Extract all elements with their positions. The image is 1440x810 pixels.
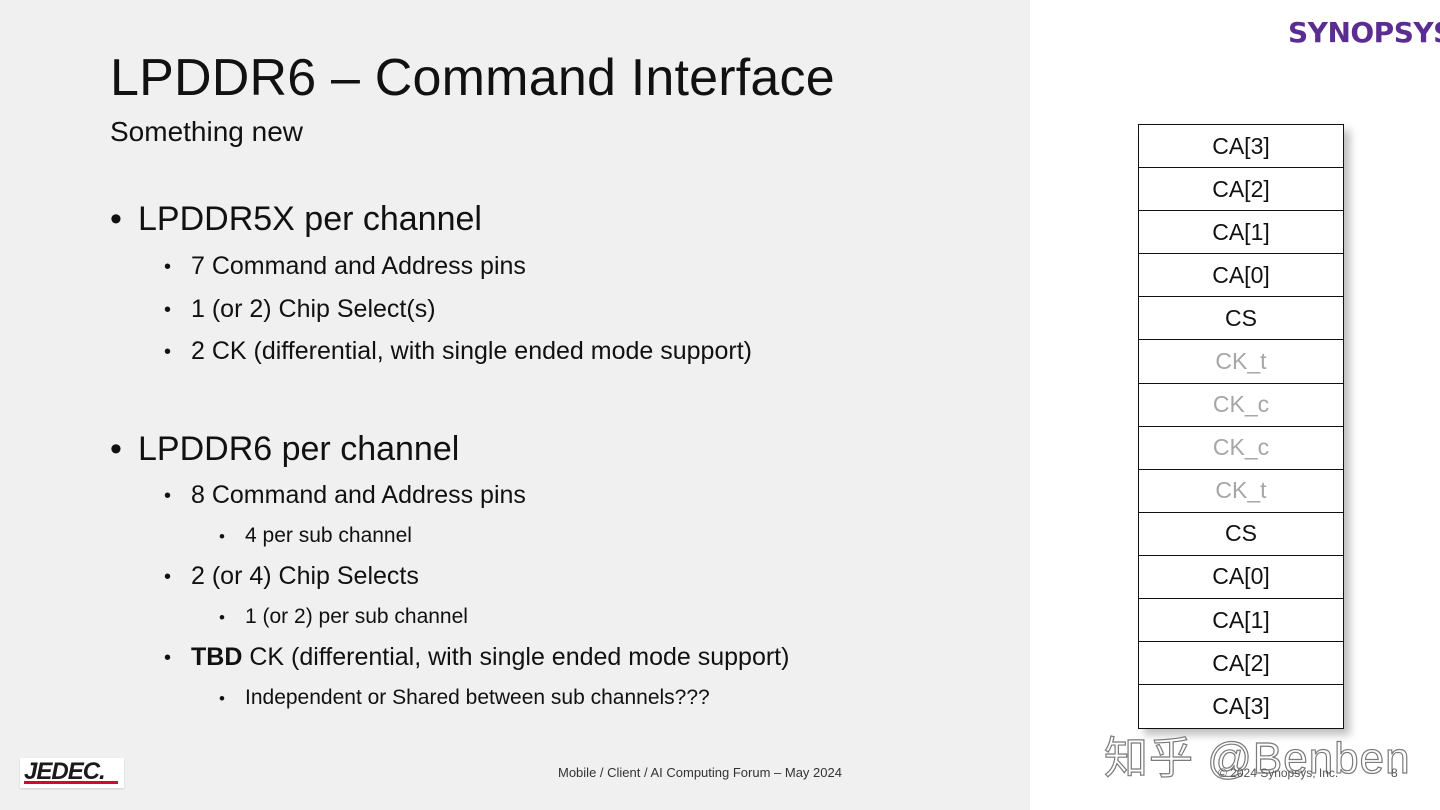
footer-event: Mobile / Client / AI Computing Forum – M…	[558, 765, 842, 780]
bullet-lpddr5x-ck: • 2 CK (differential, with single ended …	[164, 337, 752, 366]
bullet-lpddr6-ca-pins: • 8 Command and Address pins	[164, 481, 526, 510]
pin-cell: CA[2]	[1139, 168, 1343, 212]
bullet-lpddr6-ck: • TBD CK (differential, with single ende…	[164, 643, 790, 672]
bullet-dot: •	[164, 485, 172, 507]
bullet-dot: •	[219, 608, 225, 627]
bullet-text: 1 (or 2) Chip Select(s)	[191, 295, 436, 323]
pin-cell: CK_t	[1139, 470, 1343, 513]
synopsys-logo: SYNOPSYS®	[1288, 16, 1440, 49]
bullet-dot: •	[164, 299, 172, 321]
pin-cell: CA[1]	[1139, 599, 1343, 643]
bullet-dot: •	[164, 256, 172, 278]
synopsys-logo-text: SYNOPSYS	[1288, 16, 1440, 49]
bullet-text: 4 per sub channel	[245, 524, 412, 547]
pin-cell: CA[3]	[1139, 125, 1343, 169]
bullet-lpddr6-ck-question: • Independent or Shared between sub chan…	[219, 686, 710, 710]
bullet-lpddr5x-chip-select: • 1 (or 2) Chip Select(s)	[164, 295, 436, 324]
bullet-lpddr6: • LPDDR6 per channel	[110, 430, 460, 469]
bullet-lpddr5x: • LPDDR5X per channel	[110, 200, 482, 239]
bullet-text: 7 Command and Address pins	[191, 252, 526, 280]
bullet-text: LPDDR6 per channel	[138, 430, 460, 468]
copyright-notice: © 2024 Synopsys, Inc.	[1218, 766, 1339, 780]
jedec-logo: JEDEC.	[20, 758, 124, 788]
pin-cell: CS	[1139, 513, 1343, 556]
pin-cell: CS	[1139, 297, 1343, 341]
pin-cell: CA[3]	[1212, 693, 1270, 720]
bullet-dot: •	[164, 566, 172, 588]
pin-cell: CA[0]	[1139, 254, 1343, 298]
bullet-dot: •	[219, 689, 225, 708]
bullet-dot: •	[219, 527, 225, 546]
page-number: 8	[1391, 766, 1398, 780]
bullet-text: LPDDR5X per channel	[138, 200, 482, 238]
bullet-lpddr6-chip-selects: • 2 (or 4) Chip Selects	[164, 562, 419, 591]
pin-cell: CA[0]	[1139, 556, 1343, 600]
pin-cell: CK_c	[1139, 427, 1343, 470]
jedec-logo-underline	[24, 781, 118, 784]
pin-cell: CA[1]	[1139, 211, 1343, 255]
bullet-dot: •	[110, 430, 122, 468]
pin-cell: CK_c	[1139, 384, 1343, 427]
bullet-text: Independent or Shared between sub channe…	[245, 686, 710, 709]
bullet-dot: •	[164, 341, 172, 363]
bullet-text: 8 Command and Address pins	[191, 481, 526, 509]
slide-subtitle: Something new	[110, 116, 304, 147]
zhihu-watermark: 知乎 @Benben	[1103, 733, 1411, 783]
bullet-text: CK (differential, with single ended mode…	[242, 643, 790, 671]
bullet-lpddr6-ca-per-sub: • 4 per sub channel	[219, 524, 412, 548]
pin-cell: CA[2]	[1139, 642, 1343, 686]
tbd-label: TBD	[191, 643, 243, 671]
bullet-dot: •	[164, 647, 172, 669]
slide-content-panel: LPDDR6 – Command Interface Something new…	[0, 0, 1030, 810]
bullet-text: 2 (or 4) Chip Selects	[191, 562, 419, 590]
bullet-lpddr5x-ca-pins: • 7 Command and Address pins	[164, 252, 526, 281]
slide-title: LPDDR6 – Command Interface	[110, 49, 835, 107]
bullet-text: 2 CK (differential, with single ended mo…	[191, 337, 752, 365]
pin-cell: CK_t	[1139, 340, 1343, 384]
bullet-lpddr6-cs-per-sub: • 1 (or 2) per sub channel	[219, 605, 468, 629]
bullet-text: 1 (or 2) per sub channel	[245, 605, 468, 628]
bullet-dot: •	[110, 200, 122, 238]
jedec-logo-text: JEDEC.	[24, 758, 106, 785]
